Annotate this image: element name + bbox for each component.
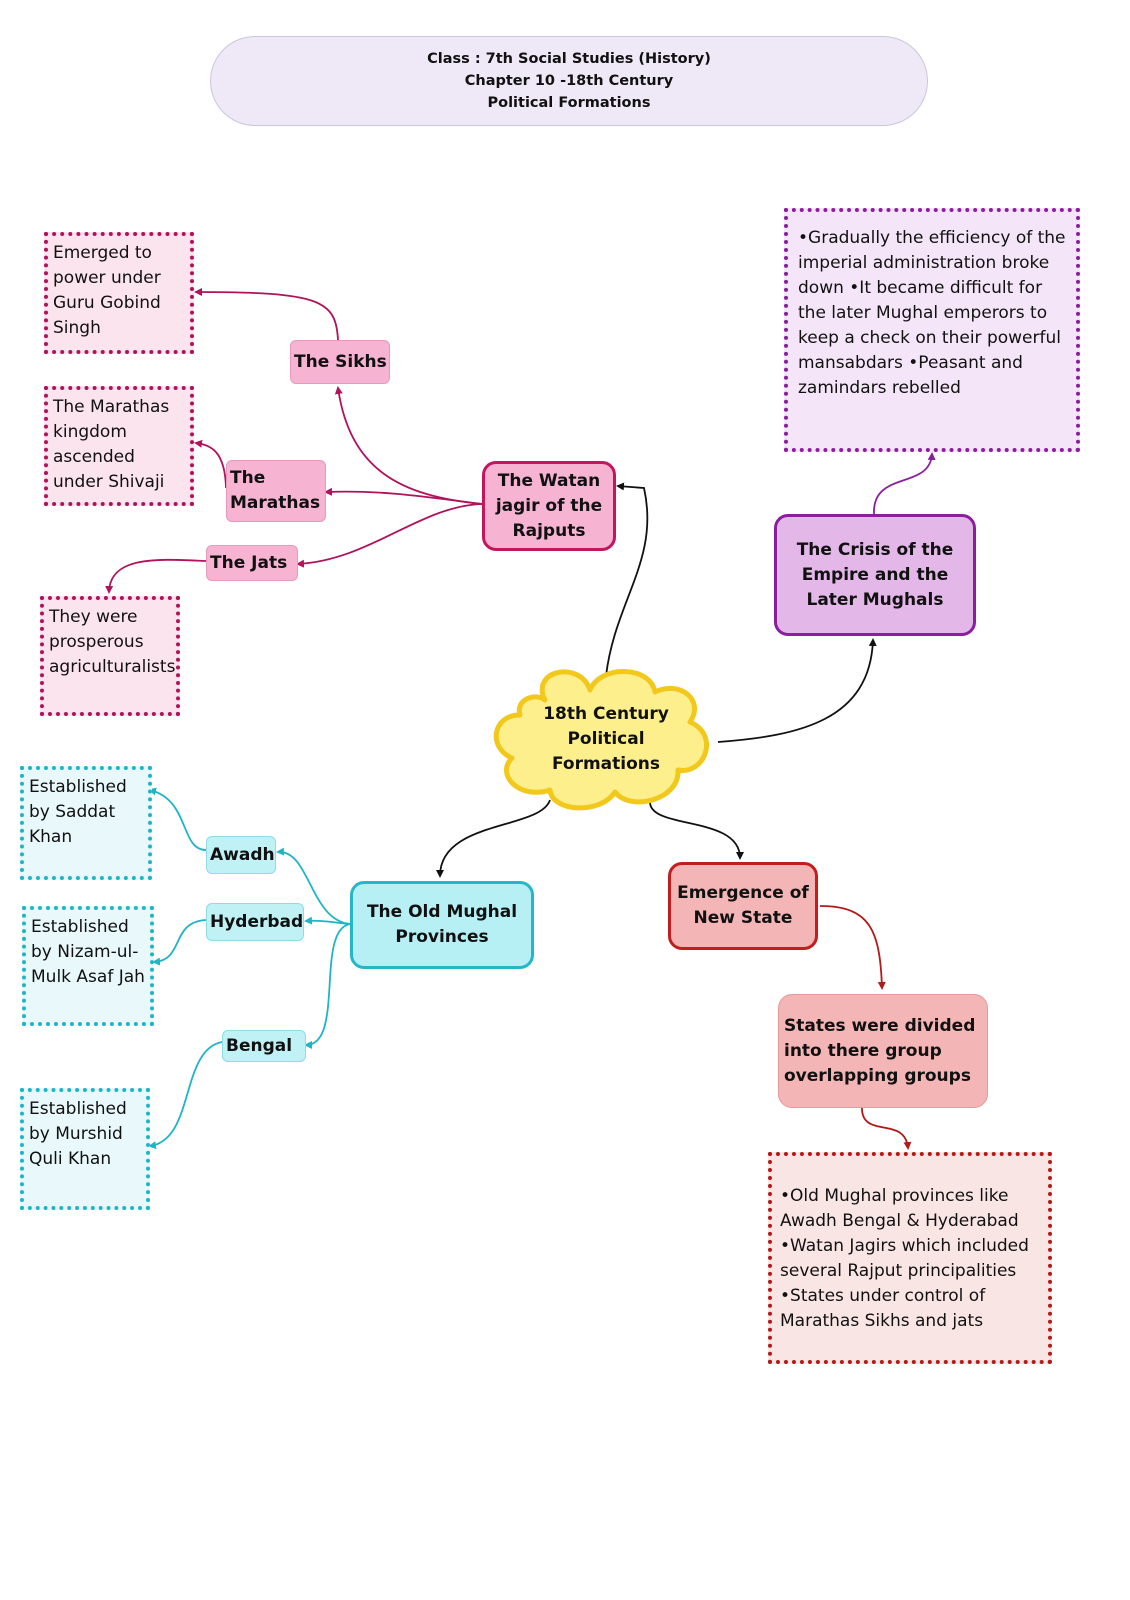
note-jats: They were prosperous agriculturalists <box>40 596 180 716</box>
node-mughal-provinces-label: The Old Mughal Provinces <box>366 902 518 947</box>
center-node-label: 18th Century Political Formations <box>543 704 669 774</box>
note-marathas-text: The Marathas kingdom ascended under Shiv… <box>53 397 170 492</box>
node-crisis-label: The Crisis of the Empire and the Later M… <box>796 539 954 610</box>
note-sikhs: Emerged to power under Guru Gobind Singh <box>44 232 194 354</box>
node-bengal: Bengal <box>222 1030 306 1062</box>
note-crisis-text: •Gradually the efficiency of the imperia… <box>798 228 1066 398</box>
node-crisis: The Crisis of the Empire and the Later M… <box>774 514 976 636</box>
new-state-point-3: •States under control of Marathas Sikhs … <box>780 1286 986 1331</box>
note-crisis: •Gradually the efficiency of the imperia… <box>784 208 1080 452</box>
node-hyderbad: Hyderbad <box>206 903 304 941</box>
note-jats-text: They were prosperous agriculturalists <box>49 607 176 677</box>
header-topic: Political Formations <box>487 95 651 111</box>
center-cloud-shape <box>493 669 709 811</box>
node-states-divided: States were divided into there group ove… <box>778 994 988 1108</box>
node-states-divided-label: States were divided into there group ove… <box>784 1015 976 1086</box>
note-hyderbad-text: Established by Nizam-ul-Mulk Asaf Jah <box>31 917 145 987</box>
note-sikhs-text: Emerged to power under Guru Gobind Singh <box>53 243 161 338</box>
header-class: Class : 7th Social Studies (History) <box>427 51 711 67</box>
node-marathas: The Marathas <box>226 460 326 522</box>
node-awadh: Awadh <box>206 836 276 874</box>
node-sikhs: The Sikhs <box>290 340 390 384</box>
node-watan-jagir-label: The Watan jagir of the Rajputs <box>495 470 603 541</box>
note-awadh-text: Established by Saddat Khan <box>29 777 127 847</box>
new-state-point-2: •Watan Jagirs which included several Raj… <box>780 1236 1029 1281</box>
node-watan-jagir: The Watan jagir of the Rajputs <box>482 461 616 551</box>
note-awadh: Established by Saddat Khan <box>20 766 152 880</box>
node-marathas-label: The Marathas <box>230 468 321 513</box>
header-chapter: Chapter 10 -18th Century <box>464 73 674 89</box>
node-sikhs-label: The Sikhs <box>294 351 387 372</box>
node-new-state-label: Emergence of New State <box>677 883 809 928</box>
node-mughal-provinces: The Old Mughal Provinces <box>350 881 534 969</box>
node-hyderbad-label: Hyderbad <box>210 911 304 932</box>
note-bengal-text: Established by Murshid Quli Khan <box>29 1099 127 1169</box>
new-state-point-1: •Old Mughal provinces like Awadh Bengal … <box>780 1186 1019 1231</box>
note-new-state-points: •Old Mughal provinces like Awadh Bengal … <box>768 1152 1052 1364</box>
note-hyderbad: Established by Nizam-ul-Mulk Asaf Jah <box>22 906 154 1026</box>
node-jats-label: The Jats <box>210 552 288 573</box>
node-bengal-label: Bengal <box>226 1035 293 1056</box>
node-new-state: Emergence of New State <box>668 862 818 950</box>
note-marathas: The Marathas kingdom ascended under Shiv… <box>44 386 194 506</box>
note-bengal: Established by Murshid Quli Khan <box>20 1088 150 1210</box>
node-awadh-label: Awadh <box>210 844 275 865</box>
header-banner: Class : 7th Social Studies (History) Cha… <box>210 36 928 126</box>
node-jats: The Jats <box>206 545 298 581</box>
